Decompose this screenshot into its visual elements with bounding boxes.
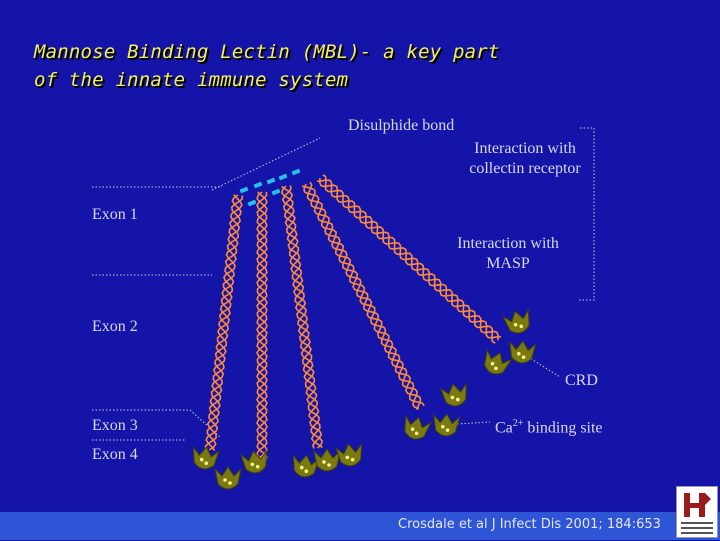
label-collectin-line-2: collectin receptor bbox=[469, 160, 581, 177]
helix-arm-1-strand-2 bbox=[204, 193, 243, 450]
label-exon-4: Exon 4 bbox=[92, 446, 138, 463]
crd-head-shape-7 bbox=[404, 414, 433, 440]
calcium-site-dot-8-a bbox=[441, 424, 445, 429]
calcium-site-dot-8-b bbox=[445, 428, 450, 432]
calcium-site-dot-4-b bbox=[304, 469, 309, 474]
calcium-site-dot-7-a bbox=[410, 427, 415, 431]
calcium-site-dot-12-a bbox=[513, 322, 518, 327]
crd-head-6 bbox=[334, 442, 363, 467]
calcium-site-dot-10-b bbox=[494, 366, 498, 371]
calcium-site-dot-3-a bbox=[250, 462, 255, 467]
calcium-site-dot-1-b bbox=[204, 461, 209, 466]
footer-bar bbox=[0, 512, 720, 540]
label-crd: CRD bbox=[565, 372, 598, 389]
guide-line-disulphide bbox=[211, 137, 321, 191]
label-ca-suffix: binding site bbox=[523, 419, 603, 437]
slide-title: Mannose Binding Lectin (MBL)- a key part… bbox=[34, 38, 500, 94]
calcium-site-dot-6-b bbox=[350, 457, 355, 462]
label-exon-1: Exon 1 bbox=[92, 206, 138, 223]
helix-arm-3-strand-1 bbox=[281, 185, 323, 449]
calcium-site-dot-9-a bbox=[450, 395, 455, 400]
calcium-site-dot-2-a bbox=[223, 478, 227, 482]
helix-arm-1-strand-3 bbox=[205, 195, 244, 451]
crd-head-shape-1 bbox=[192, 445, 221, 470]
crd-head-1 bbox=[192, 445, 221, 470]
guide-lines bbox=[92, 127, 595, 441]
calcium-site-dot-6-a bbox=[345, 455, 350, 460]
helix-arm-2-strand-3 bbox=[256, 191, 268, 461]
disulphide-bond-mark-6 bbox=[247, 199, 257, 207]
calcium-site-dot-10-a bbox=[490, 361, 495, 366]
crd-head-10 bbox=[483, 348, 513, 375]
label-exon-3: Exon 3 bbox=[92, 417, 138, 434]
crd-head-shape-9 bbox=[439, 382, 467, 407]
label-masp-line-2: MASP bbox=[486, 255, 530, 272]
label-masp-line-1: Interaction with bbox=[457, 235, 559, 252]
helix-arm-4-strand-3 bbox=[306, 181, 420, 410]
label-ca-prefix: Ca bbox=[495, 419, 513, 437]
calcium-site-dot-11-b bbox=[521, 355, 526, 359]
university-logo-icon bbox=[676, 486, 718, 538]
calcium-site-dot-5-a bbox=[322, 460, 326, 464]
label-masp-interaction: Interaction with MASP bbox=[448, 234, 568, 274]
crd-head-11 bbox=[509, 340, 537, 364]
calcium-site-dot-12-b bbox=[519, 324, 524, 329]
disulphide-bond-mark-7 bbox=[271, 188, 281, 196]
crd-head-3 bbox=[239, 449, 268, 474]
crd-head-shape-3 bbox=[239, 449, 268, 474]
helix-arm-5-strand-2 bbox=[317, 179, 502, 339]
helix-arm-5-strand-1 bbox=[318, 177, 496, 344]
helix-arm-4-strand-2 bbox=[301, 185, 422, 411]
collagen-helices bbox=[204, 174, 502, 461]
label-disulphide-bond: Disulphide bond bbox=[348, 117, 455, 134]
helix-arm-1-strand-1 bbox=[206, 194, 242, 451]
disulphide-bonds bbox=[239, 168, 301, 207]
helix-arm-3-strand-3 bbox=[281, 185, 323, 449]
helix-arm-5-strand-3 bbox=[322, 174, 499, 341]
calcium-site-dot-4-a bbox=[299, 465, 304, 470]
guide-line-exon3 bbox=[92, 409, 221, 438]
calcium-site-dot-1-a bbox=[199, 457, 204, 462]
disulphide-bond-mark-3 bbox=[266, 177, 276, 185]
crd-head-shape-6 bbox=[334, 442, 363, 467]
crd-head-shape-2 bbox=[214, 466, 242, 490]
disulphide-bond-mark-5 bbox=[291, 168, 301, 176]
crd-head-8 bbox=[433, 413, 461, 437]
crd-head-12 bbox=[501, 308, 530, 334]
title-line-1: Mannose Binding Lectin (MBL)- a key part bbox=[34, 41, 500, 63]
label-collectin-line-1: Interaction with bbox=[474, 140, 576, 157]
crd-head-9 bbox=[439, 382, 467, 407]
crd-head-shape-4 bbox=[292, 453, 321, 478]
crd-head-2 bbox=[214, 466, 242, 490]
crd-head-shape-5 bbox=[313, 448, 341, 472]
carbohydrate-recognition-domains bbox=[192, 308, 537, 490]
crd-head-5 bbox=[313, 448, 341, 472]
calcium-site-dot-9-b bbox=[456, 397, 460, 402]
calcium-site-dot-7-b bbox=[414, 431, 419, 436]
calcium-site-dot-11-a bbox=[517, 351, 521, 356]
label-ca-charge: 2+ bbox=[512, 418, 524, 429]
disulphide-bond-mark-2 bbox=[253, 181, 263, 189]
title-line-2: of the innate immune system bbox=[34, 69, 349, 91]
calcium-site-dot-3-b bbox=[255, 464, 260, 469]
label-calcium-binding-site: Ca2+ binding site bbox=[495, 414, 603, 438]
label-collectin-interaction: Interaction with collectin receptor bbox=[452, 139, 598, 179]
calcium-site-dot-2-b bbox=[228, 481, 232, 485]
crd-head-shape-11 bbox=[509, 340, 537, 364]
calcium-site-dot-5-b bbox=[327, 463, 331, 467]
crd-head-4 bbox=[292, 453, 321, 478]
crd-head-shape-8 bbox=[433, 413, 461, 437]
crd-head-shape-12 bbox=[501, 308, 530, 334]
crd-head-7 bbox=[404, 414, 433, 440]
citation: Crosdale et al J Infect Dis 2001; 184:65… bbox=[398, 517, 661, 532]
disulphide-bond-mark-4 bbox=[278, 173, 288, 181]
guide-bracket-receptor bbox=[578, 127, 595, 301]
crd-head-shape-10 bbox=[483, 348, 513, 375]
helix-arm-3-strand-2 bbox=[281, 185, 323, 449]
disulphide-bond-mark-1 bbox=[239, 186, 249, 194]
label-exon-2: Exon 2 bbox=[92, 318, 138, 335]
